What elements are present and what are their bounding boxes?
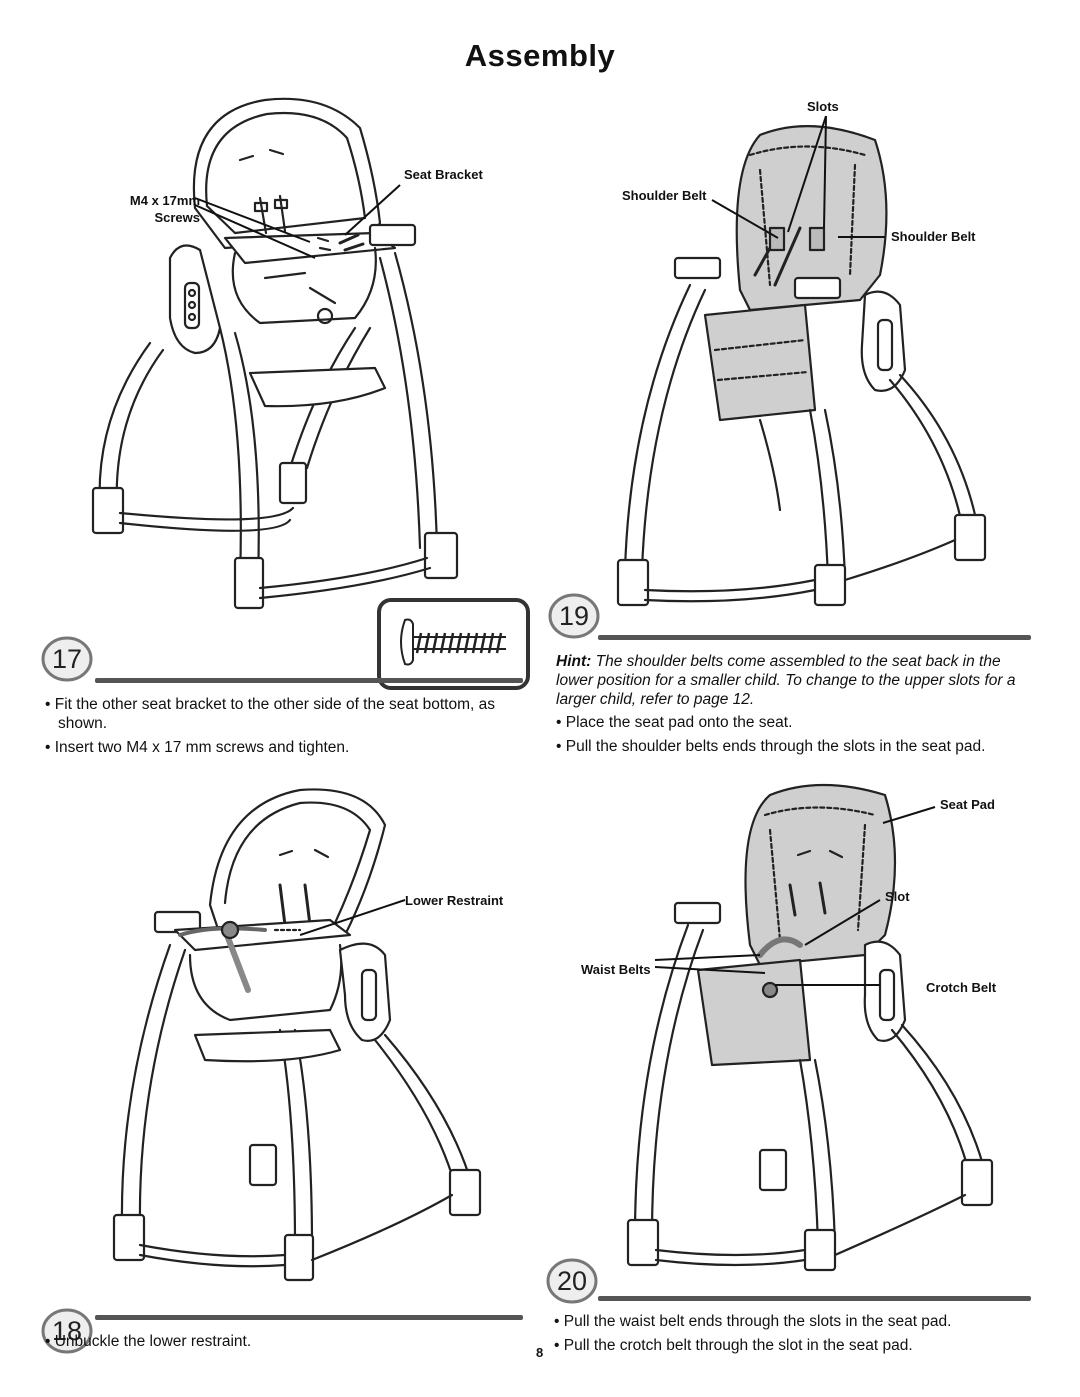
- step19-bullet: • Pull the shoulder belts ends through t…: [556, 738, 986, 755]
- step17-illustration: [75, 88, 495, 618]
- step17-callout-lines: [194, 184, 401, 259]
- step17-bullet: • Insert two M4 x 17 mm screws and tight…: [45, 739, 350, 756]
- screw-inset: [377, 598, 530, 690]
- step19-instructions: • Place the seat pad onto the seat. • Pu…: [556, 713, 1056, 761]
- step20-badge: 20: [546, 1258, 598, 1304]
- step17-rule: [95, 678, 523, 683]
- step17-bullet: • Fit the other seat bracket to the othe…: [45, 696, 496, 732]
- waist-belts-label: Waist Belts: [581, 962, 651, 977]
- step20-instructions: • Pull the waist belt ends through the s…: [554, 1312, 1054, 1360]
- crotch-belt-label: Crotch Belt: [926, 980, 997, 995]
- step18-illustration: [100, 785, 500, 1295]
- screw-icon: [400, 618, 506, 666]
- slots-label: Slots: [807, 99, 839, 114]
- step18-callout-lines: [300, 899, 406, 936]
- lower-restraint-label: Lower Restraint: [405, 893, 504, 908]
- step17-number: 17: [51, 644, 83, 674]
- step20-callout-lines: [655, 806, 936, 986]
- step20-bullet: • Pull the waist belt ends through the s…: [554, 1313, 952, 1330]
- step19-badge: 19: [548, 593, 600, 639]
- step19-hint: Hint: The shoulder belts come assembled …: [556, 652, 1032, 709]
- seat-pad-label: Seat Pad: [940, 797, 995, 812]
- step20-number: 20: [556, 1266, 588, 1296]
- step20-illustration: [620, 775, 1000, 1285]
- step18-rule: [95, 1315, 523, 1320]
- step19-illustration: [610, 110, 990, 610]
- step19-callout-lines: [711, 115, 885, 239]
- step17-instructions: • Fit the other seat bracket to the othe…: [45, 695, 515, 762]
- step19-number: 19: [558, 601, 590, 631]
- shoulder-belt-right-label: Shoulder Belt: [891, 229, 976, 244]
- seat-bracket-label: Seat Bracket: [404, 167, 483, 182]
- hint-label: Hint:: [556, 653, 592, 670]
- step20-rule: [598, 1296, 1031, 1301]
- shoulder-belt-left-label: Shoulder Belt: [622, 188, 707, 203]
- step18-instructions: • Unbuckle the lower restraint.: [45, 1332, 515, 1356]
- hint-text: The shoulder belts come assembled to the…: [556, 653, 1016, 708]
- step19-bullet: • Place the seat pad onto the seat.: [556, 714, 793, 731]
- page-number: 8: [536, 1345, 544, 1360]
- step17-badge: 17: [41, 636, 93, 682]
- step18-badge: 18: [41, 1308, 93, 1354]
- page-title: Assembly: [464, 38, 616, 73]
- step18-bullet: • Unbuckle the lower restraint.: [45, 1333, 252, 1350]
- slot-label: Slot: [885, 889, 910, 904]
- screws-label: M4 x 17mm Screws: [129, 193, 200, 225]
- step18-number: 18: [51, 1316, 83, 1346]
- step20-bullet: • Pull the crotch belt through the slot …: [554, 1337, 913, 1354]
- step19-rule: [598, 635, 1031, 640]
